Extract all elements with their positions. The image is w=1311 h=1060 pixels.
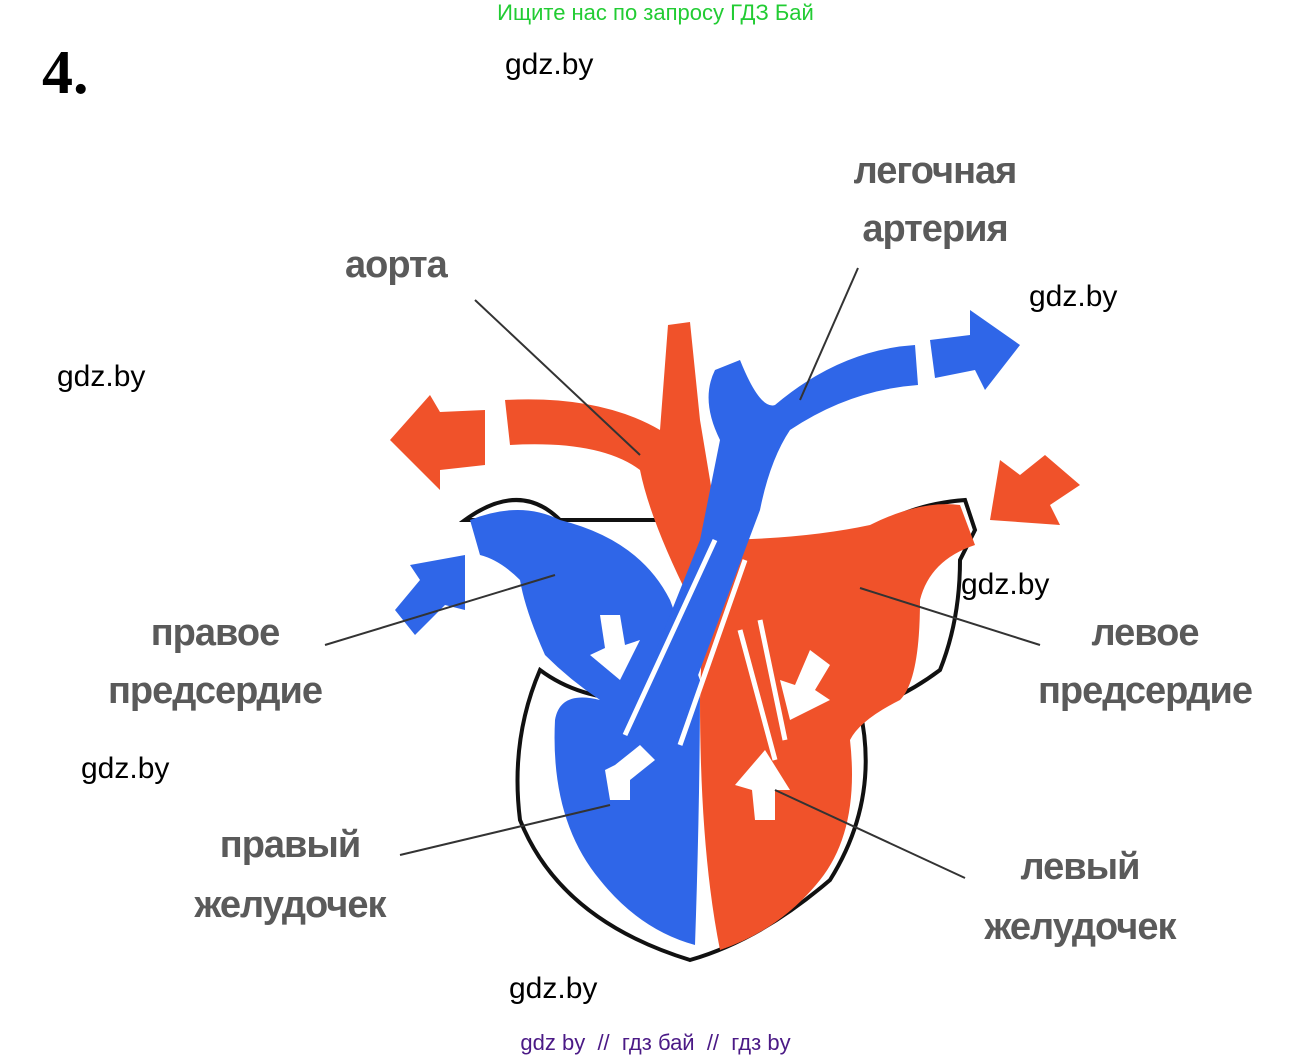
footer-links[interactable]: gdz by // гдз бай // гдз by: [520, 1030, 791, 1055]
watermark: gdz.by: [509, 972, 598, 1005]
pulmonary-artery-blue: [620, 345, 918, 750]
label-right-atrium-2: предсердие: [107, 670, 323, 712]
arrow-la-lv-icon: [780, 650, 830, 720]
watermark: gdz.by: [961, 568, 1050, 601]
label-right-ventricle-2: желудочек: [194, 884, 386, 926]
search-banner[interactable]: Ищите нас по запросу ГДЗ Бай: [497, 0, 814, 25]
leader-lines: [324, 267, 1041, 879]
label-aorta: аорта: [345, 244, 448, 286]
task-number: 4.: [42, 39, 89, 107]
label-left-ventricle-2: желудочек: [984, 906, 1176, 948]
label-pulmonary-artery-2: артерия: [862, 208, 1008, 250]
label-left-ventricle-1: левый: [1020, 846, 1141, 888]
left-heart-red: [700, 504, 975, 950]
arrow-aorta-out-icon: [390, 395, 485, 490]
arrow-lv-up-icon: [735, 750, 790, 820]
watermark: gdz.by: [1029, 280, 1118, 313]
label-pulmonary-artery-1: легочная: [853, 150, 1018, 192]
arrow-rv-up-icon: [605, 745, 655, 800]
watermark: gdz.by: [505, 48, 594, 81]
right-heart-blue: [470, 510, 700, 945]
watermark: gdz.by: [57, 360, 146, 393]
watermark: gdz.by: [81, 752, 170, 785]
arrow-pulmonary-out-icon: [930, 310, 1020, 390]
arrow-ra-rv-icon: [590, 615, 640, 680]
arrow-vein-in-right-icon: [395, 555, 465, 635]
label-left-atrium-2: предсердие: [1037, 670, 1253, 712]
label-left-atrium-1: левое: [1091, 612, 1200, 654]
aorta-red: [505, 322, 720, 600]
arrow-vein-in-left-icon: [990, 455, 1080, 525]
label-right-ventricle-1: правый: [219, 824, 361, 866]
label-right-atrium-1: правое: [150, 612, 281, 654]
